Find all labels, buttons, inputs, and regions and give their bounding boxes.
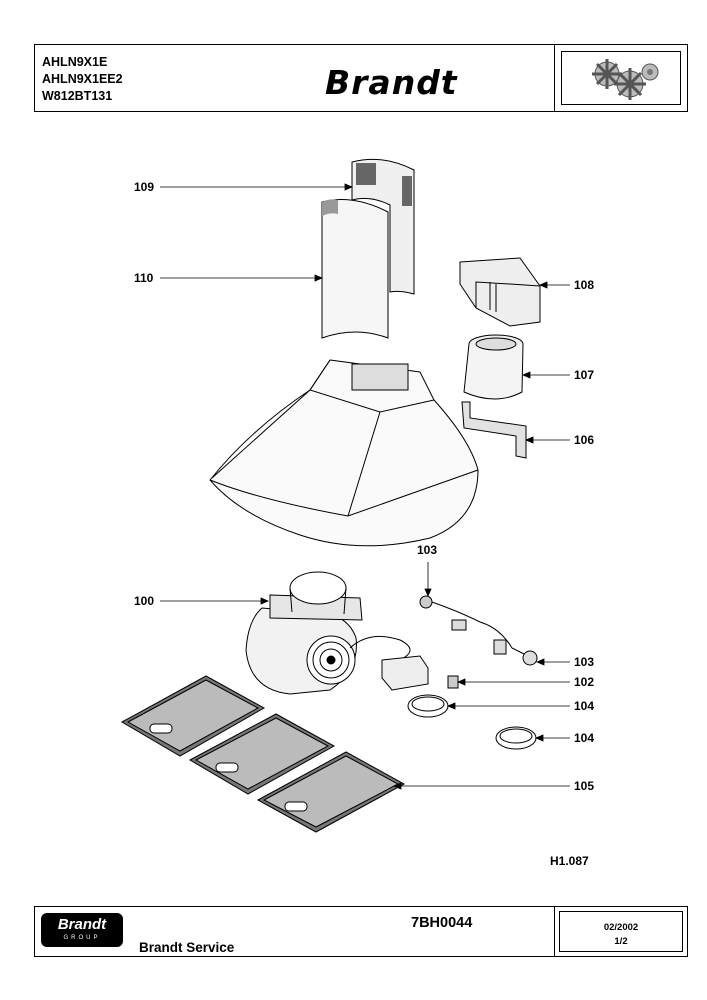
part-callout-110: 110 — [134, 271, 154, 285]
reducer-collar — [463, 343, 524, 400]
lamp-holder — [419, 595, 433, 609]
part-callout-107: 107 — [574, 368, 595, 382]
header-frame: AHLN9X1E AHLN9X1EE2 W812BT131 Brandt — [34, 44, 688, 112]
part-callout-104: 104 — [574, 699, 595, 713]
brandt-group-logo: Brandt GROUP — [41, 913, 123, 947]
air-outlet-box — [459, 257, 541, 327]
date-page-box: 02/2002 1/2 — [554, 907, 687, 956]
mounting-bracket — [461, 401, 527, 459]
part-callout-102: 102 — [574, 675, 595, 689]
control-box — [381, 655, 429, 691]
gear-logo-box — [554, 45, 687, 111]
model-code: AHLN9X1EE2 — [42, 72, 123, 86]
document-date: 02/2002 — [603, 922, 639, 933]
footer-frame: Brandt GROUP Brandt Service 7BH0044 02/2… — [34, 906, 688, 957]
lamp-cover — [495, 726, 537, 750]
part-callout-104: 104 — [574, 731, 595, 745]
brand-wordmark: Brandt — [325, 63, 458, 102]
page-number: 1/2 — [614, 936, 628, 947]
model-list: AHLN9X1E AHLN9X1EE2 W812BT131 — [42, 54, 123, 105]
logo-word: Brandt — [57, 916, 107, 933]
gears-icon — [561, 51, 681, 105]
part-callout-105: 105 — [574, 779, 595, 793]
hood-canopy — [209, 359, 479, 547]
switch — [447, 675, 459, 689]
part-callout-109: 109 — [134, 180, 155, 194]
service-name: Brandt Service — [139, 940, 235, 955]
part-callout-103: 103 — [574, 655, 595, 669]
part-callout-106: 106 — [574, 433, 595, 447]
logo-sub: GROUP — [63, 935, 101, 941]
chimney-upper-section — [351, 158, 415, 295]
model-code: W812BT131 — [42, 89, 113, 103]
model-code: AHLN9X1E — [42, 55, 108, 69]
chimney-vent-slots — [356, 163, 376, 185]
lamp-cover — [407, 694, 449, 718]
document-reference: 7BH0044 — [411, 915, 473, 931]
figure-reference: H1.087 — [550, 854, 589, 868]
part-callout-100: 100 — [134, 594, 155, 608]
lamp-bulb — [522, 650, 538, 666]
part-callout-103: 103 — [417, 543, 438, 557]
part-callout-108: 108 — [574, 278, 595, 292]
chimney-lower-section — [321, 199, 389, 339]
